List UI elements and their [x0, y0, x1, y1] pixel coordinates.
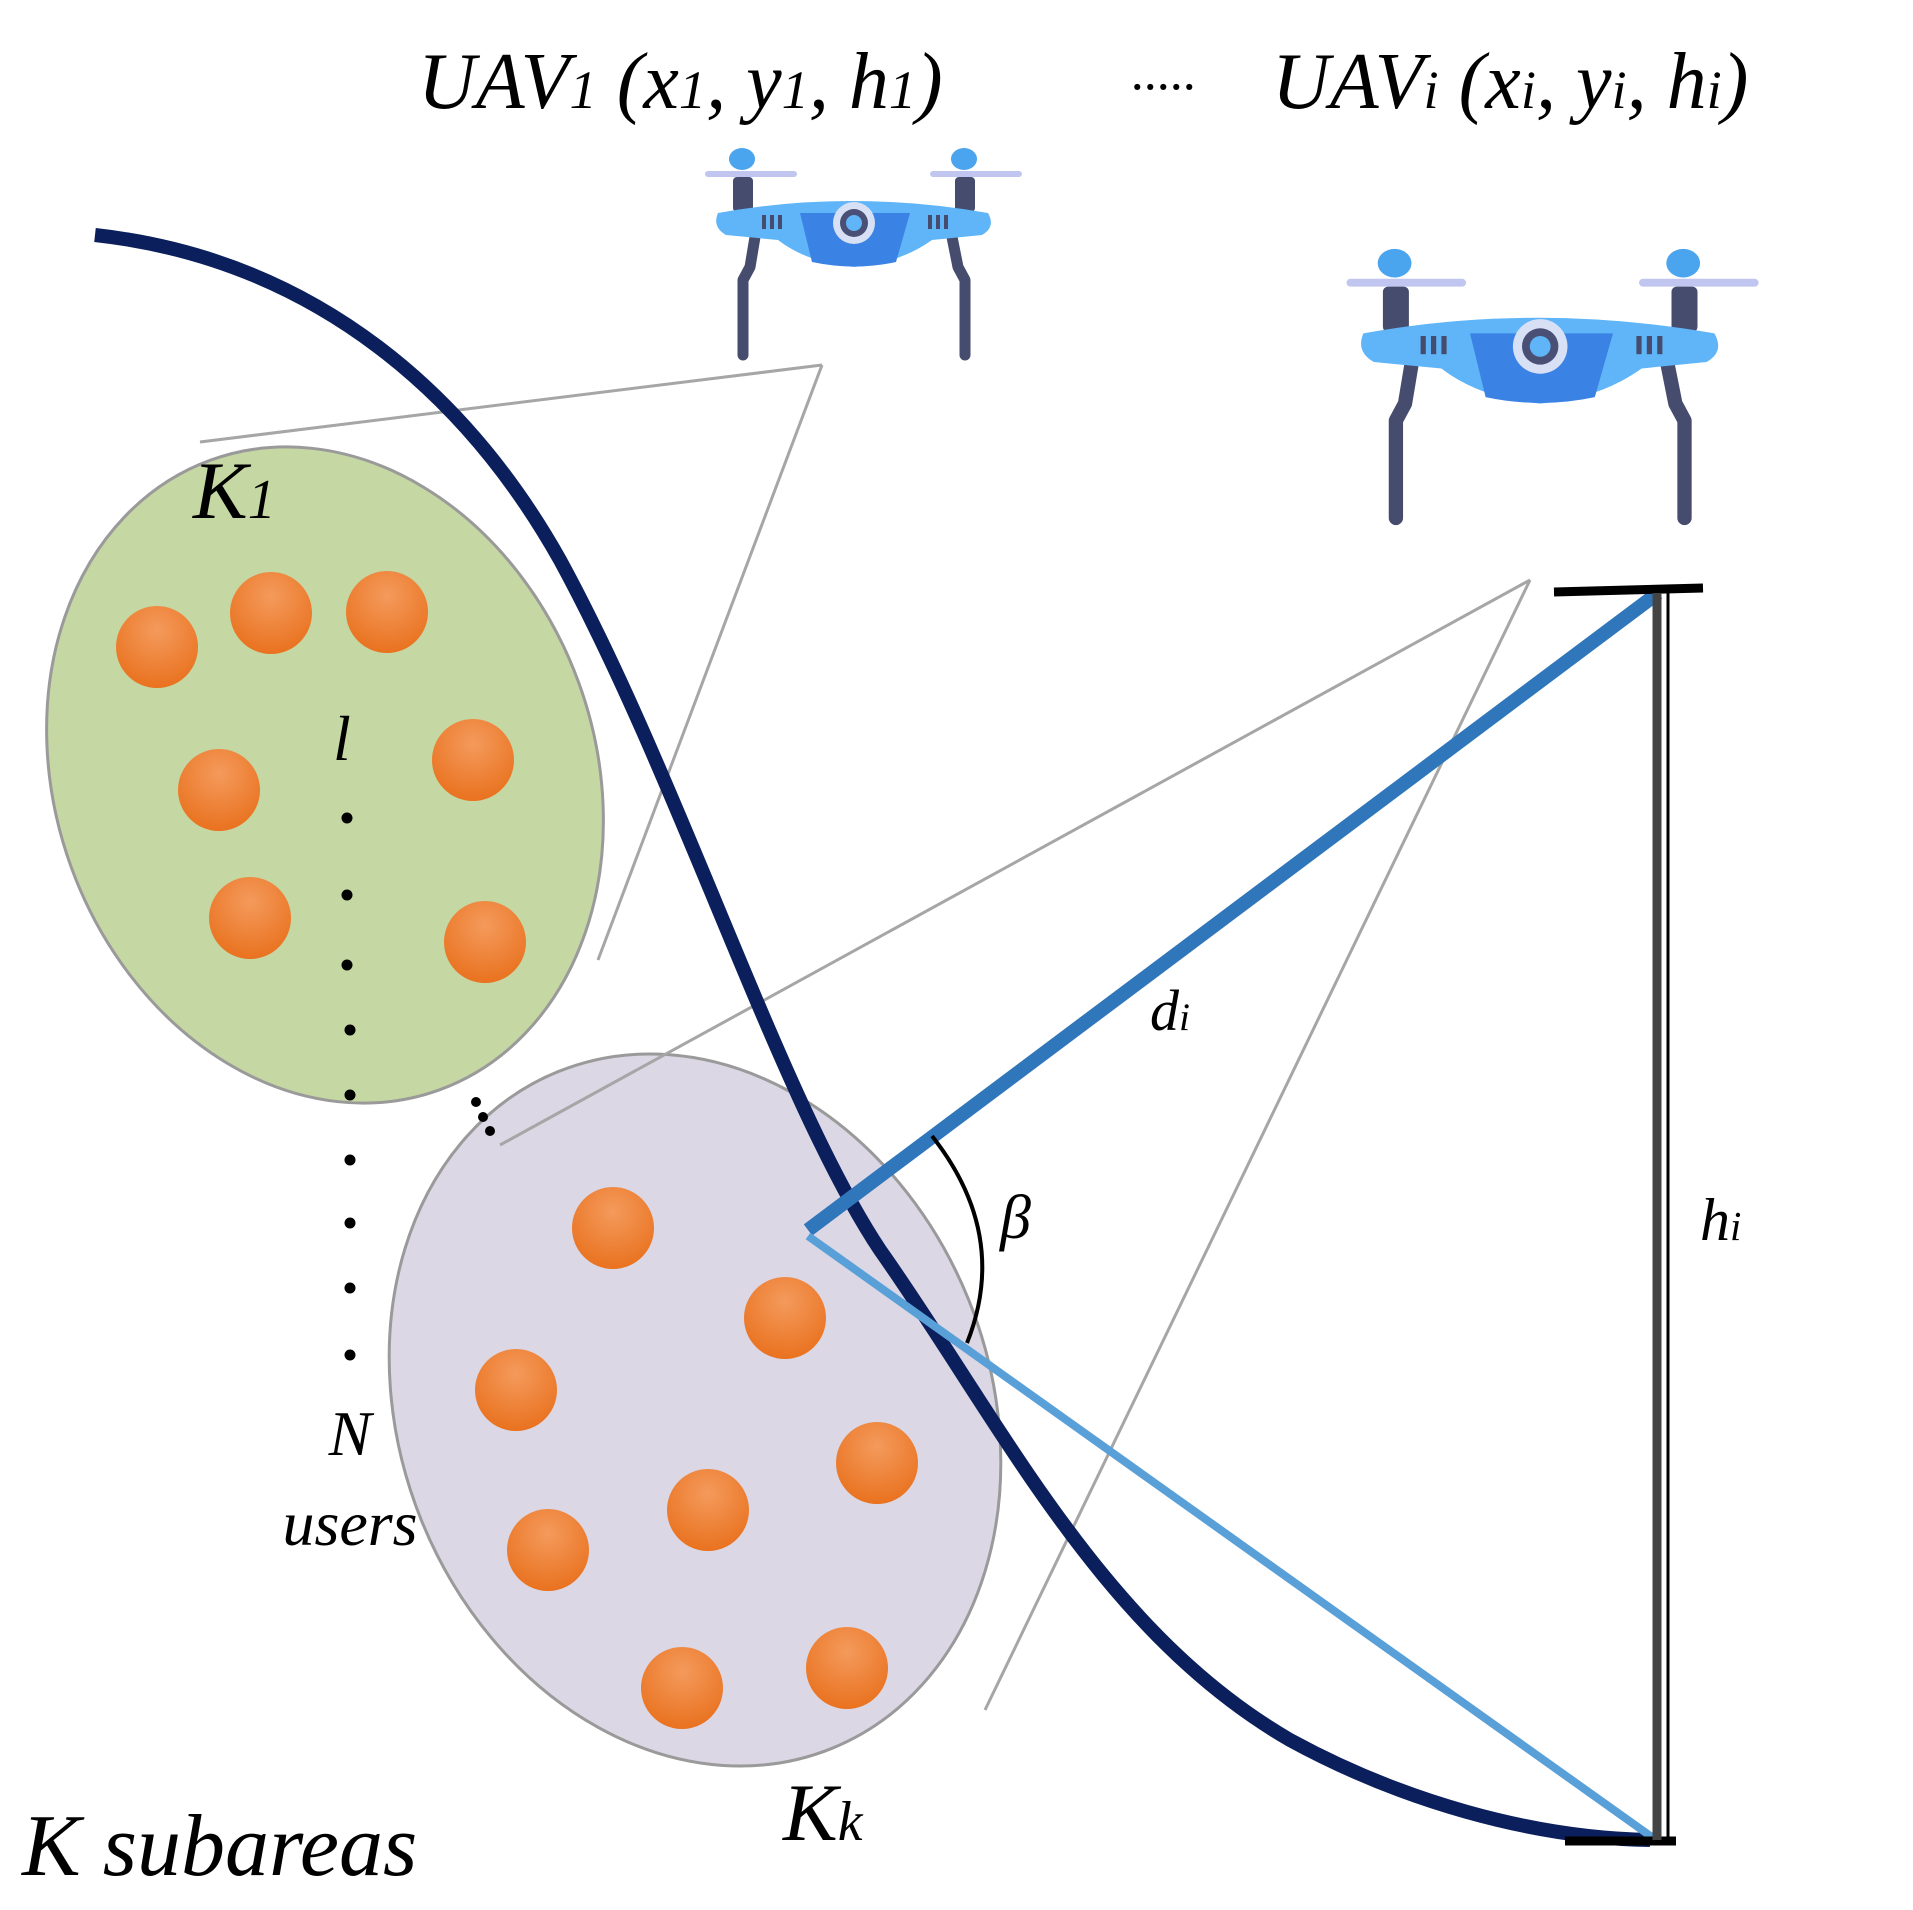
- height-marker: [1553, 583, 1704, 1846]
- distance-label: di: [1150, 978, 1190, 1043]
- users-kk: [475, 1187, 918, 1729]
- drone-icon-1: [705, 148, 1022, 361]
- user-dot: [178, 749, 260, 831]
- drone-icon: [705, 148, 1022, 361]
- height-label: hi: [1700, 1187, 1741, 1253]
- users-caption: users: [282, 1488, 417, 1559]
- drone-icon: [1346, 248, 1759, 526]
- coverage-cone-uavi: [499, 578, 1532, 1711]
- ground-line: [805, 1232, 1659, 1844]
- user-dot: [641, 1647, 723, 1729]
- user-dot: [475, 1349, 557, 1431]
- user-dot: [116, 606, 198, 688]
- user-dot: [444, 901, 526, 983]
- coverage-cone-uav1: [199, 363, 824, 961]
- uavi-label: UAVi (xi, yi, hi): [1272, 38, 1748, 126]
- user-first-index: l: [333, 703, 351, 774]
- angle-arc: [930, 1134, 985, 1344]
- user-dot: [507, 1509, 589, 1591]
- uav-ellipsis: ·····: [1130, 59, 1195, 116]
- user-dot: [346, 571, 428, 653]
- subarea-kk-label: Kk: [782, 1767, 864, 1858]
- boundary-curve: [94, 228, 1651, 1847]
- subarea-k1-label: K1: [192, 445, 276, 536]
- user-last-index: N: [328, 1398, 375, 1469]
- user-dot: [572, 1187, 654, 1269]
- uav1-label: UAV1 (x1, y1, h1): [418, 38, 943, 126]
- user-dot: [230, 572, 312, 654]
- user-dot: [667, 1469, 749, 1551]
- distance-line: [803, 587, 1663, 1236]
- user-dot: [744, 1277, 826, 1359]
- user-dot: [836, 1422, 918, 1504]
- user-dot: [806, 1627, 888, 1709]
- users-k1: [116, 571, 526, 983]
- user-index-dots: [341, 812, 495, 1361]
- user-dot: [209, 877, 291, 959]
- uav-labels: UAV1 (x1, y1, h1): [418, 38, 943, 126]
- bottom-caption: K subareas: [20, 1798, 417, 1895]
- user-dot: [432, 719, 514, 801]
- drone-icon-i: [1346, 248, 1759, 526]
- angle-label: β: [999, 1184, 1031, 1252]
